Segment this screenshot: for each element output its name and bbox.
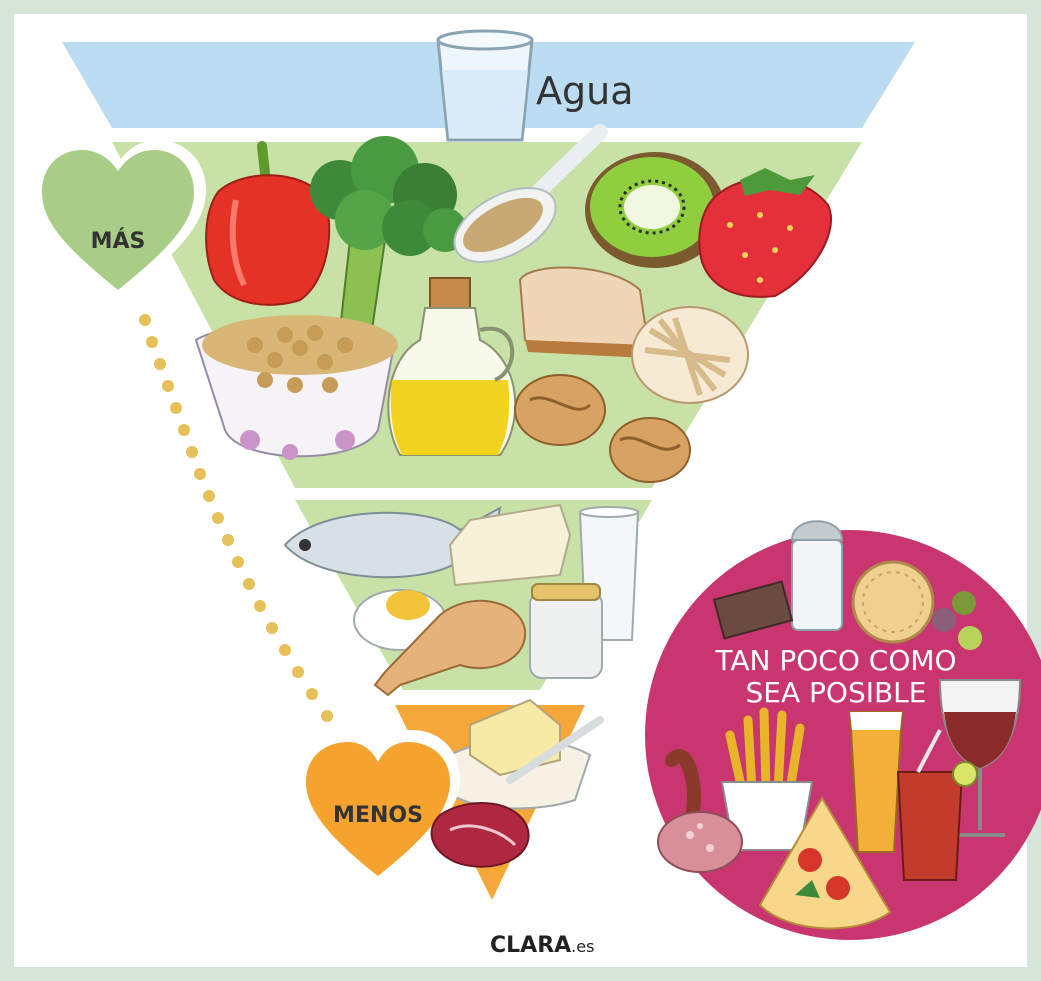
bread-slice-icon (520, 268, 648, 358)
pasta-icon (632, 307, 748, 403)
more-label: MÁS (91, 228, 146, 254)
salt-shaker-icon (792, 521, 842, 630)
water-label: Agua (536, 69, 634, 113)
beer-glass-icon (850, 712, 902, 852)
brand-logo: CLARA.es (490, 933, 594, 958)
yogurt-jar-icon (530, 584, 602, 678)
circle-line2: SEA POSIBLE (746, 676, 927, 709)
circle-line1: TAN POCO COMO (714, 644, 956, 677)
less-label: MENOS (333, 803, 423, 828)
water-glass-icon (438, 31, 532, 140)
cookie-icon (853, 562, 933, 642)
brand-suffix: .es (571, 937, 594, 956)
red-meat-icon (432, 803, 529, 867)
brand-name: CLARA (490, 933, 571, 958)
